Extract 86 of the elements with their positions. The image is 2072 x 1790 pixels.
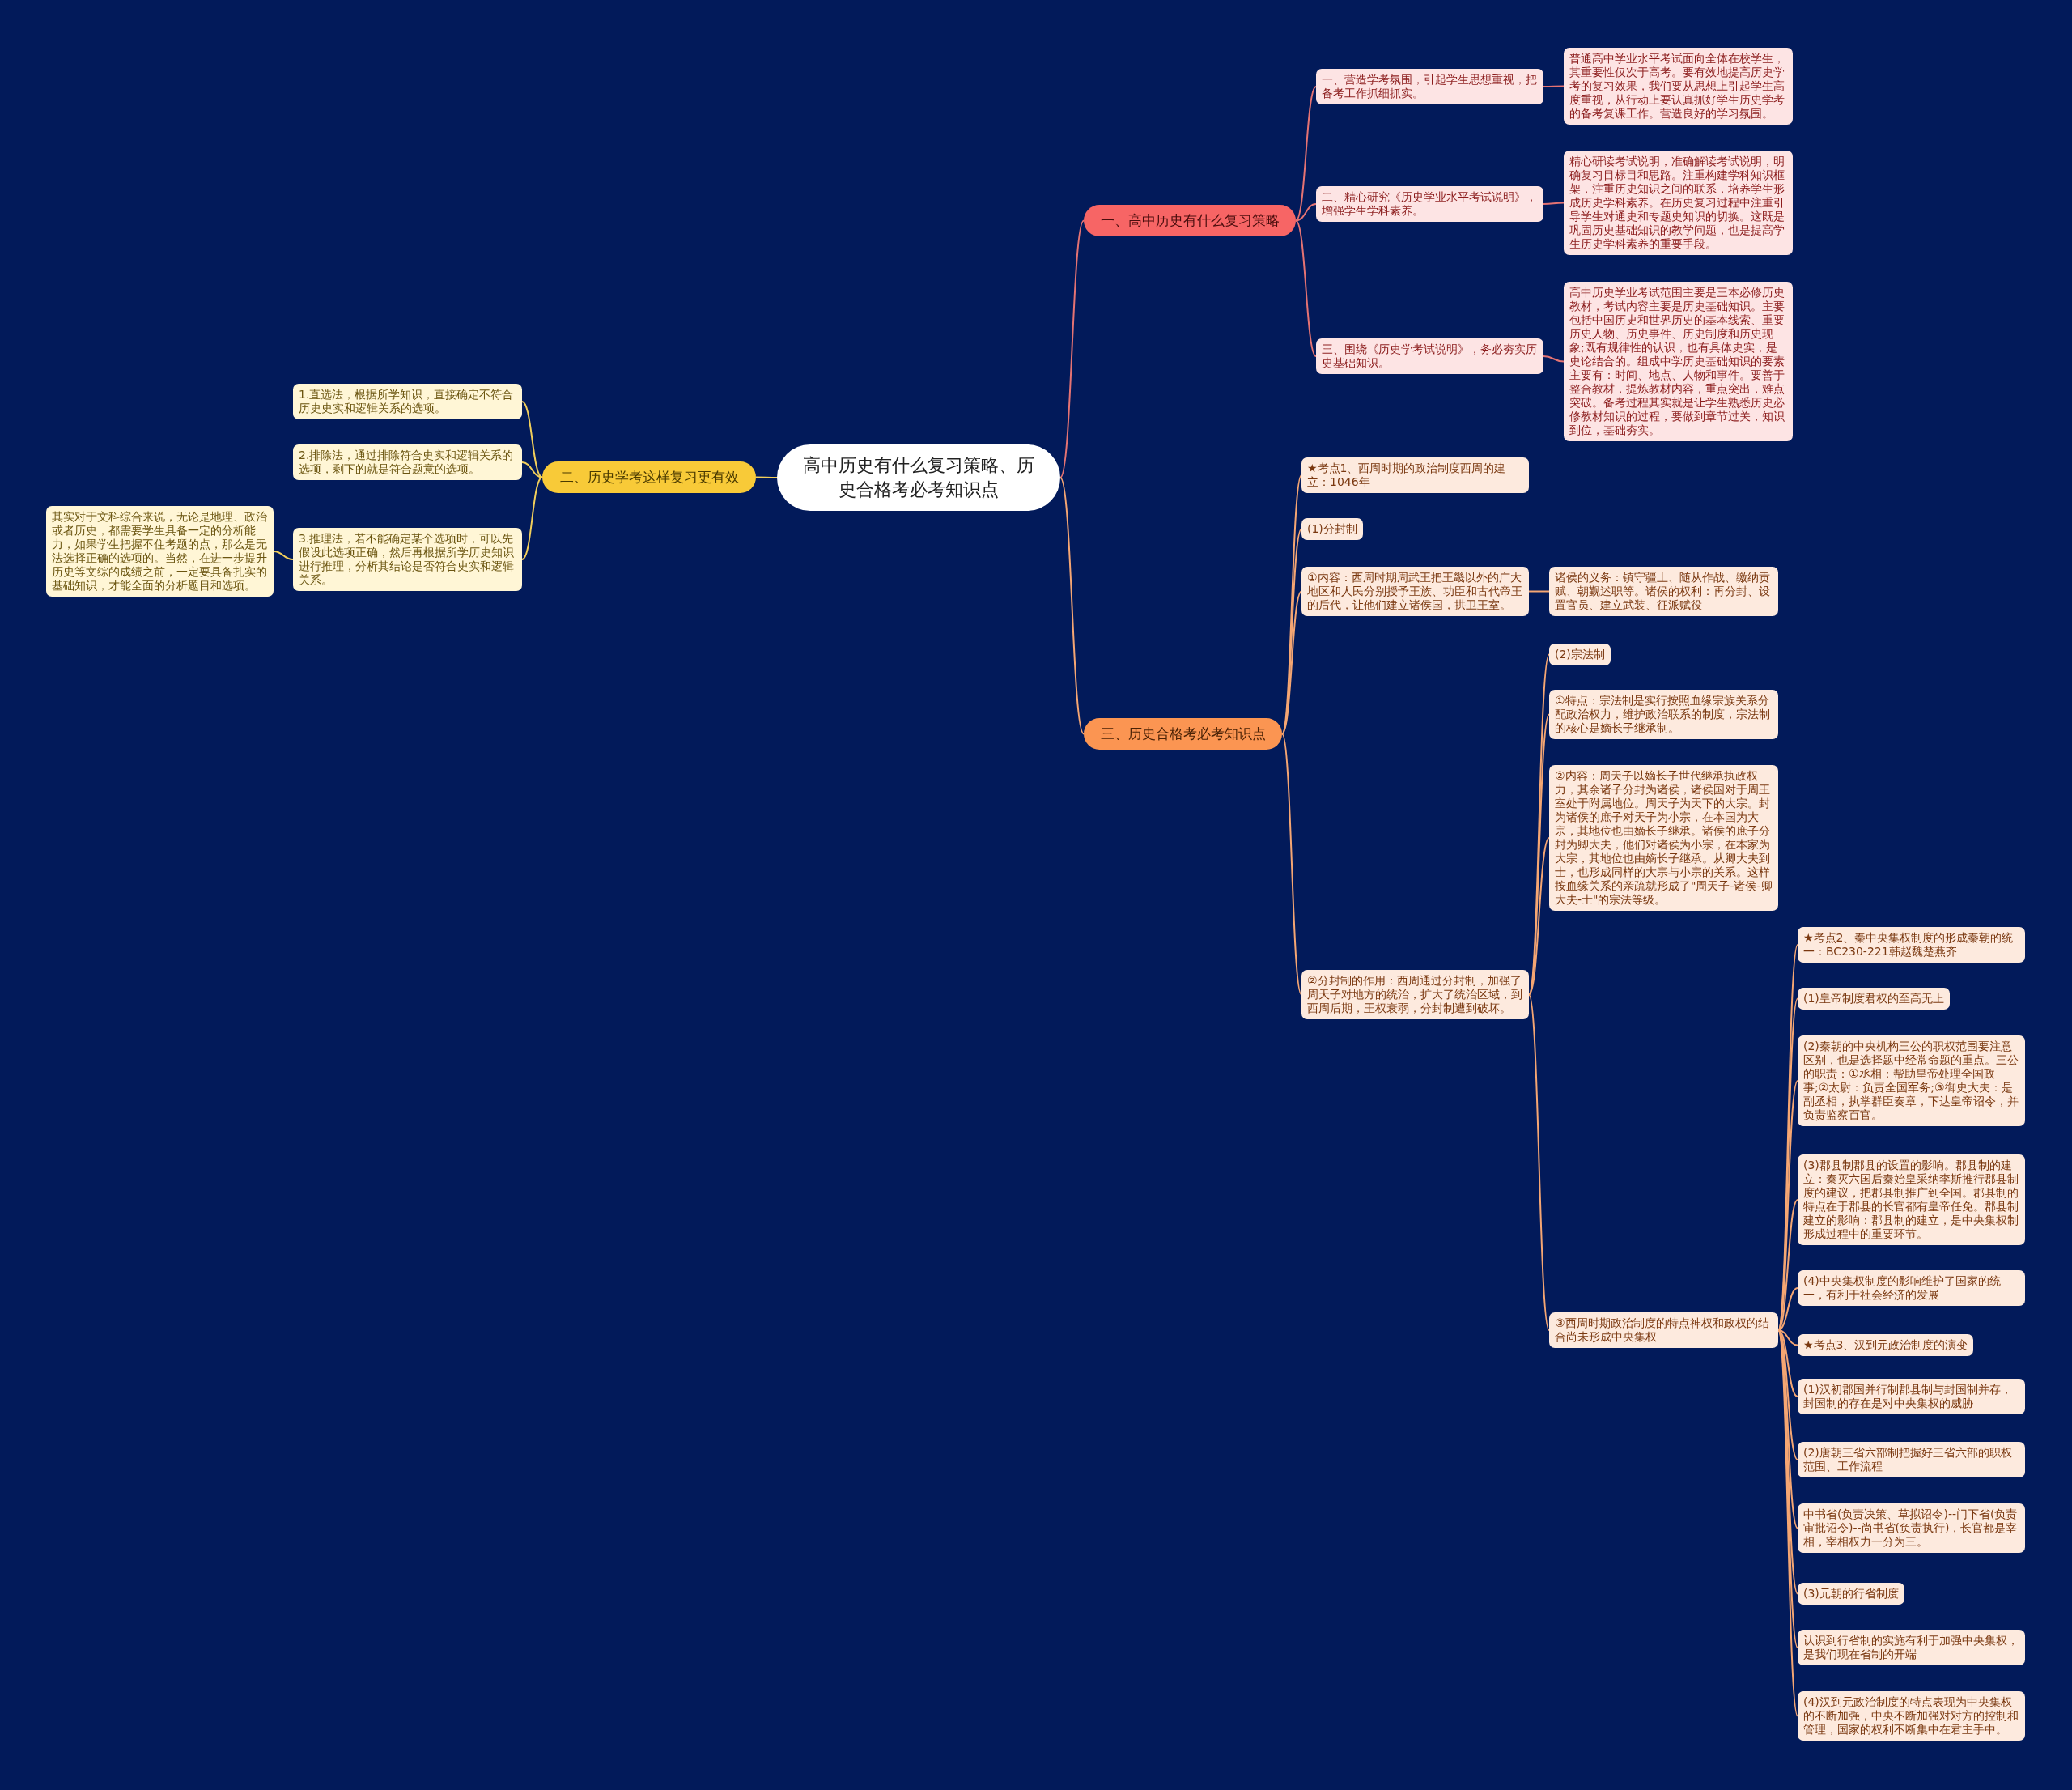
note-card	[1798, 1630, 2025, 1665]
note-text: 精心研读考试说明，准确解读考试说明，明确复习目标目和思路。注重构建学科知识框架，注重历史知识之间的联系，培养学生形成历史学科素养。在历史复习过程中注重引导学生对通史和专题史知识的切换。这既是巩固历史基础知识的教学问题，也是提高学生历史学科素养的重要手段。	[1569, 155, 1785, 251]
note-text: ③西周时期政治制度的特点神权和政权的结合尚未形成中央集权	[1555, 1316, 1770, 1344]
note-card	[1549, 690, 1778, 739]
note-text: 中书省(负责决策、草拟诏令)--门下省(负责审批诏令)--尚书省(负责执行)，长官都是宰相，宰相权力一分为三。	[1803, 1507, 2019, 1549]
branch-topic-box	[1084, 205, 1296, 236]
note-text: 1.直选法，根据所学知识，直接确定不符合历史史实和逻辑关系的选项。	[299, 388, 515, 415]
connector-line	[1295, 203, 1317, 222]
connector-line	[1281, 590, 1302, 735]
connector-line	[1777, 1329, 1798, 1460]
connector-line	[1528, 993, 1550, 1331]
note-text: (2)宗法制	[1555, 648, 1605, 661]
branch-topic-box	[542, 461, 756, 493]
connector-line	[273, 551, 294, 560]
note-card	[1549, 644, 1611, 665]
connector-line	[1543, 85, 1565, 87]
note-card	[1798, 1270, 2025, 1306]
note-card	[1798, 988, 1950, 1010]
note-card	[1798, 1503, 2025, 1553]
note-card	[293, 444, 522, 480]
note-card	[1549, 567, 1778, 616]
note-card	[1316, 186, 1543, 222]
note-card	[1798, 927, 2025, 963]
connector-line	[521, 461, 543, 478]
note-card	[1798, 1334, 1974, 1356]
note-card	[1564, 48, 1793, 125]
note-card	[1798, 1379, 2025, 1414]
note-text: (2)秦朝的中央机构三公的职权范围要注意区别，也是选择题中经常命题的重点。三公的职责：①丞相：帮助皇帝处理全国政事;②太尉：负责全国军务;③御史大夫：是副丞相，执掌群臣奏章，下达皇帝诏令，并负责监察百官。	[1803, 1040, 2019, 1122]
connector-line	[1528, 590, 1550, 593]
connector-line	[1295, 219, 1317, 357]
note-text: (3)元朝的行省制度	[1803, 1587, 1899, 1601]
note-card	[1549, 1312, 1778, 1348]
note-card	[1798, 1442, 2025, 1477]
note-text: ★考点1、西周时期的政治制度西周的建立：1046年	[1307, 461, 1507, 489]
note-text: (1)分封制	[1307, 522, 1357, 536]
note-text: ★考点3、汉到元政治制度的演变	[1803, 1338, 1968, 1352]
connector-line	[1295, 86, 1317, 222]
connector-line	[1059, 219, 1085, 478]
note-text: ①内容：西周时期周武王把王畿以外的广大地区和人民分别授予王族、功臣和古代帝王的后代，让他们建立诸侯国，拱卫王室。	[1307, 571, 1523, 612]
note-text: ②分封制的作用：西周通过分封制，加强了周天子对地方的统治，扩大了统治区域，到西周后期，王权衰弱，分封制遭到破坏。	[1307, 974, 1523, 1015]
note-card	[1301, 567, 1529, 616]
connector-line	[755, 476, 778, 478]
connector-line	[521, 476, 543, 560]
note-card	[293, 528, 522, 591]
note-text: 其实对于文科综合来说，无论是地理、政治或者历史，都需要学生具备一定的分析能力，如果学生把握不住考题的点，那么是无法选择正确的选项的。当然，在进一步提升历史等文综的成绩之前，一定要具备扎实的基础知识，才能全面的分析题目和选项。	[52, 510, 268, 593]
connector-line	[1059, 477, 1085, 735]
connector-line	[1777, 1287, 1798, 1331]
note-text: (4)中央集权制度的影响维护了国家的统一，有利于社会经济的发展	[1803, 1274, 2002, 1302]
connector-line	[1543, 202, 1565, 205]
note-text: ★考点2、秦中央集权制度的形成秦朝的统一：BC230-221韩赵魏楚燕齐	[1803, 931, 2015, 959]
note-card	[1798, 1691, 2025, 1741]
note-text: 3.推理法，若不能确定某个选项时，可以先假设此选项正确，然后再根据所学历史知识进行推理，分析其结论是否符合史实和逻辑关系。	[299, 532, 515, 587]
note-text: (4)汉到元政治制度的特点表现为中央集权的不断加强，中央不断加强对对方的控制和管理，国家的权利不断集中在君主手中。	[1803, 1695, 2019, 1737]
note-text: (1)汉初郡国并行制郡县制与封国制并存，封国制的存在是对中央集权的威胁	[1803, 1383, 2013, 1410]
central-topic-text: 高中历史有什么复习策略、历史合格考必考知识点	[802, 454, 1035, 501]
note-text: 诸侯的义务：镇守疆土、随从作战、缴纳贡赋、朝觐述职等。诸侯的权利：再分封、设置官员、建立武装、征派赋役	[1555, 571, 1771, 612]
note-card	[293, 384, 522, 419]
note-card	[1316, 338, 1543, 374]
note-text: 一、营造学考氛围，引起学生思想重视，把备考工作抓细抓实。	[1322, 73, 1538, 100]
note-text: 三、围绕《历史学考试说明》，务必夯实历史基础知识。	[1322, 342, 1538, 370]
note-card	[1316, 69, 1543, 104]
note-card	[1798, 1583, 1904, 1605]
branch-topic-text: 一、高中历史有什么复习策略	[1099, 212, 1280, 229]
note-card	[1301, 970, 1529, 1019]
connector-line	[1528, 837, 1550, 996]
connector-line	[521, 401, 543, 478]
connector-line	[1777, 1329, 1798, 1346]
note-text: (2)唐朝三省六部制把握好三省六部的职权范围、工作流程	[1803, 1446, 2013, 1473]
note-text: ②内容：周天子以嫡长子世代继承执政权力，其余诸子分封为诸侯，诸侯国对于周王室处于附属地位。周天子为天下的大宗。封为诸侯的庶子对天子为小宗，在本国为大宗，其地位也由嫡长子继承。诸侯的庶子分封为卿大夫，他们对诸侯为小宗，在本家为大宗，其地位也由嫡长子继承。从卿大夫到士，也形成同样的大宗与小宗的关系。这样按血缘关系的亲疏就形成了"周天子-诸侯-卿大夫-士"的宗法等级。	[1555, 769, 1773, 907]
note-text: 高中历史学业考试范围主要是三本必修历史教材，考试内容主要是历史基础知识。主要包括中国历史和世界历史的基本线索、重要历史人物、历史事件、历史制度和历史现象;既有规律性的认识，也有具体史实，是史论结合的。组成中学历史基础知识的要素主要有：时间、地点、人物和事件。要善于整合教材，提炼教材内容，重点突出，难点突破。备考过程其实就是让学生熟悉历史必修教材知识的过程，要做到章节过关，知识到位，基础夯实。	[1569, 286, 1785, 437]
note-text: (1)皇帝制度君权的至高无上	[1803, 992, 1944, 1006]
note-text: 二、精心研究《历史学业水平考试说明》，增强学生学科素养。	[1322, 190, 1538, 218]
note-card	[1301, 457, 1529, 493]
note-text: (3)郡县制郡县的设置的影响。郡县制的建立：秦灭六国后秦始皇采纳李斯推行郡县制度的建议，把郡县制推广到全国。郡县制的特点在于郡县的长官都有皇帝任免。郡县制建立的影响：郡县制的建立，是中央集权制形成过程中的重要环节。	[1803, 1159, 2019, 1241]
note-text: 普通高中学业水平考试面向全体在校学生，其重要性仅次于高考。要有效地提高历史学考的复习效果，我们要从思想上引起学生高度重视，从行动上要认真抓好学生历史学考的备考复课工作。营造良好的学习氛围。	[1569, 52, 1785, 121]
branch-topic-text: 二、历史学考这样复习更有效	[558, 469, 740, 486]
connector-line	[1777, 1329, 1798, 1397]
note-card	[1301, 518, 1363, 540]
branch-topic-box	[1084, 718, 1282, 750]
note-text: ①特点：宗法制是实行按照血缘宗族关系分配政治权力，维护政治联系的制度，宗法制的核心是嫡长子继承制。	[1555, 694, 1771, 735]
note-text: 认识到行省制的实施有利于加强中央集权，是我们现在省制的开端	[1803, 1634, 2019, 1661]
branch-topic-text: 三、历史合格考必考知识点	[1099, 725, 1267, 742]
connector-line	[1777, 1199, 1798, 1331]
connector-line	[1543, 355, 1565, 363]
connector-line	[1281, 733, 1302, 996]
note-text: 2.排除法，通过排除符合史实和逻辑关系的选项，剩下的就是符合题意的选项。	[299, 449, 515, 476]
